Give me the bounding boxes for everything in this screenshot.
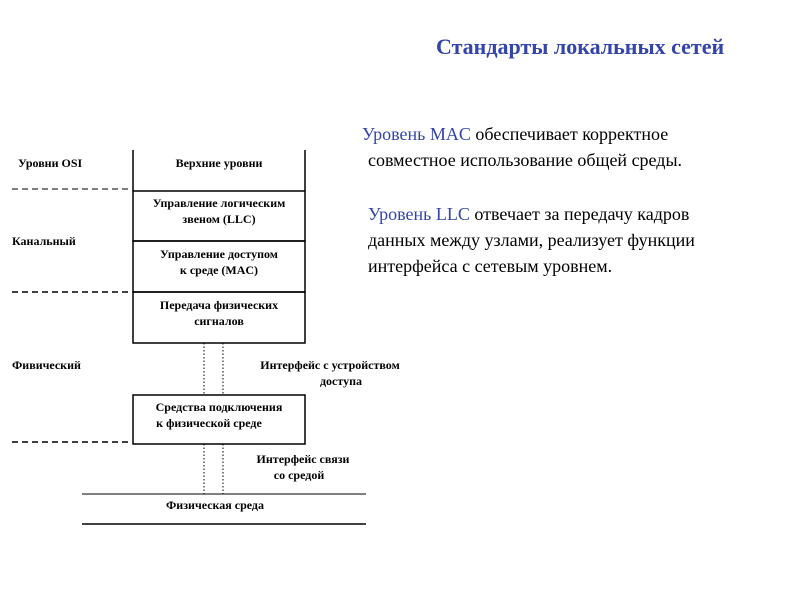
medium-interface-line-1: Интерфейс связи bbox=[256, 452, 350, 466]
attachment-interface-label: Интерфейс с устройством доступа bbox=[240, 357, 420, 389]
attachment-interface-line-2: доступа bbox=[319, 374, 363, 388]
llc-box-label: Управление логическим звеном (LLC) bbox=[133, 195, 305, 227]
attachment-interface-line-1: Интерфейс с устройством bbox=[260, 358, 400, 372]
medium-interface-label: Интерфейс связи со средой bbox=[240, 451, 366, 483]
slide-title: Стандарты локальных сетей bbox=[436, 34, 725, 59]
mac-level-highlight: Уровень MAC bbox=[362, 124, 471, 144]
llc-description: Уровень LLC отвечает за передачу кадров … bbox=[368, 201, 793, 279]
upper-levels-label: Верхние уровни bbox=[175, 156, 263, 170]
llc-description-line-1: Уровень LLC отвечает за передачу кадров bbox=[368, 201, 793, 227]
attachment-box-label: Средства подключения к физической среде bbox=[133, 399, 305, 431]
mac-description-line-1: Уровень MAC обеспечивает корректное bbox=[362, 121, 792, 147]
mac-box-label: Управление доступом к среде (MAC) bbox=[133, 246, 305, 278]
llc-level-highlight: Уровень LLC bbox=[368, 204, 470, 224]
attachment-box bbox=[132, 394, 306, 445]
mac-box-line-1: Управление доступом bbox=[160, 247, 278, 261]
mac-description-line-1-rest: обеспечивает корректное bbox=[470, 124, 669, 144]
physical-signaling-box bbox=[132, 291, 306, 344]
llc-description-line-2: данных между узлами, реализует функции bbox=[368, 230, 695, 250]
llc-description-line-3: интерфейса с сетевым уровнем. bbox=[368, 256, 613, 276]
attachment-box-line-1: Средства подключения bbox=[155, 400, 283, 414]
physical-signaling-box-line-2: сигналов bbox=[194, 314, 244, 328]
datalink-layer-label: Канальный bbox=[12, 234, 76, 248]
mac-description: Уровень MAC обеспечивает корректное совм… bbox=[362, 121, 792, 173]
medium-interface-line-2: со средой bbox=[273, 468, 325, 482]
physical-layer-label: Фивический bbox=[12, 358, 81, 372]
llc-description-line-1-rest: отвечает за передачу кадров bbox=[469, 204, 690, 224]
llc-box-line-2: звеном (LLC) bbox=[182, 212, 256, 226]
physical-medium-label: Физическая среда bbox=[166, 498, 264, 512]
llc-box-line-1: Управление логическим bbox=[152, 196, 286, 210]
osi-levels-label: Уровни OSI bbox=[18, 156, 83, 170]
physical-signaling-box-line-1: Передача физических bbox=[159, 298, 279, 312]
mac-box-line-2: к среде (MAC) bbox=[179, 263, 259, 277]
mac-description-line-2: совместное использование общей среды. bbox=[368, 150, 683, 170]
physical-signaling-box-label: Передача физических сигналов bbox=[133, 297, 305, 329]
attachment-box-line-2: к физической среде bbox=[156, 416, 262, 430]
